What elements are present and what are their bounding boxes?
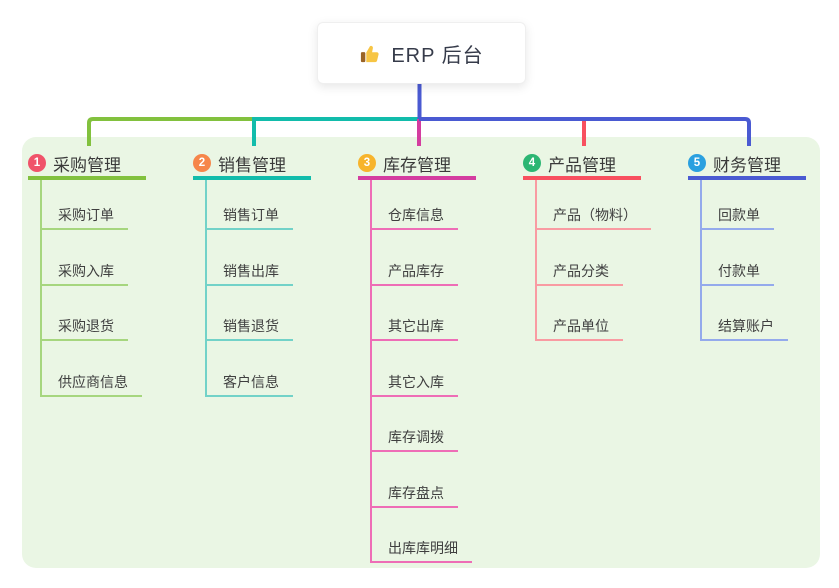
child-node[interactable]: 其它出库: [370, 313, 458, 341]
child-node[interactable]: 出库库明细: [370, 535, 472, 563]
branch-node-4[interactable]: 4 产品管理: [523, 150, 641, 180]
connector-path: [87, 117, 254, 146]
connector-path: [417, 82, 751, 146]
child-node[interactable]: 其它入库: [370, 369, 458, 397]
child-node[interactable]: 结算账户: [700, 313, 788, 341]
child-node[interactable]: 库存盘点: [370, 480, 458, 508]
child-node[interactable]: 回款单: [700, 202, 774, 230]
branch-node-5[interactable]: 5 财务管理: [688, 150, 806, 180]
priority-badge: 2: [193, 154, 211, 172]
child-node[interactable]: 销售订单: [205, 202, 293, 230]
child-node[interactable]: 采购入库: [40, 258, 128, 286]
branch-node-label[interactable]: 采购管理: [53, 155, 121, 175]
thumbs-up-icon: [361, 45, 379, 62]
connector-path: [252, 117, 419, 146]
child-node[interactable]: 付款单: [700, 258, 774, 286]
branch-node-label[interactable]: 库存管理: [383, 155, 451, 175]
child-node[interactable]: 销售出库: [205, 258, 293, 286]
child-node[interactable]: 客户信息: [205, 369, 293, 397]
branch-connector-line: [700, 180, 702, 341]
child-node[interactable]: 采购退货: [40, 313, 128, 341]
branch-connector-line: [535, 180, 537, 341]
priority-badge: 5: [688, 154, 706, 172]
root-node[interactable]: ERP 后台: [317, 22, 526, 84]
child-node[interactable]: 仓库信息: [370, 202, 458, 230]
child-node[interactable]: 产品库存: [370, 258, 458, 286]
priority-badge: 4: [523, 154, 541, 172]
child-node[interactable]: 采购订单: [40, 202, 128, 230]
branch-connector-line: [40, 180, 42, 397]
priority-badge: 1: [28, 154, 46, 172]
branch-node-label[interactable]: 销售管理: [218, 155, 286, 175]
child-node[interactable]: 销售退货: [205, 313, 293, 341]
child-node[interactable]: 产品分类: [535, 258, 623, 286]
child-node[interactable]: 产品（物料）: [535, 202, 651, 230]
branch-connector-line: [205, 180, 207, 397]
branch-node-1[interactable]: 1 采购管理: [28, 150, 146, 180]
branch-node-3[interactable]: 3 库存管理: [358, 150, 476, 180]
branch-node-label[interactable]: 产品管理: [548, 155, 616, 175]
root-node-label[interactable]: ERP 后台: [391, 44, 484, 67]
branch-group-panel: [22, 137, 820, 568]
branch-connector-line: [370, 180, 372, 563]
priority-badge: 3: [358, 154, 376, 172]
child-node[interactable]: 供应商信息: [40, 369, 142, 397]
branch-node-label[interactable]: 财务管理: [713, 155, 781, 175]
child-node[interactable]: 产品单位: [535, 313, 623, 341]
branch-node-2[interactable]: 2 销售管理: [193, 150, 311, 180]
child-node[interactable]: 库存调拨: [370, 424, 458, 452]
